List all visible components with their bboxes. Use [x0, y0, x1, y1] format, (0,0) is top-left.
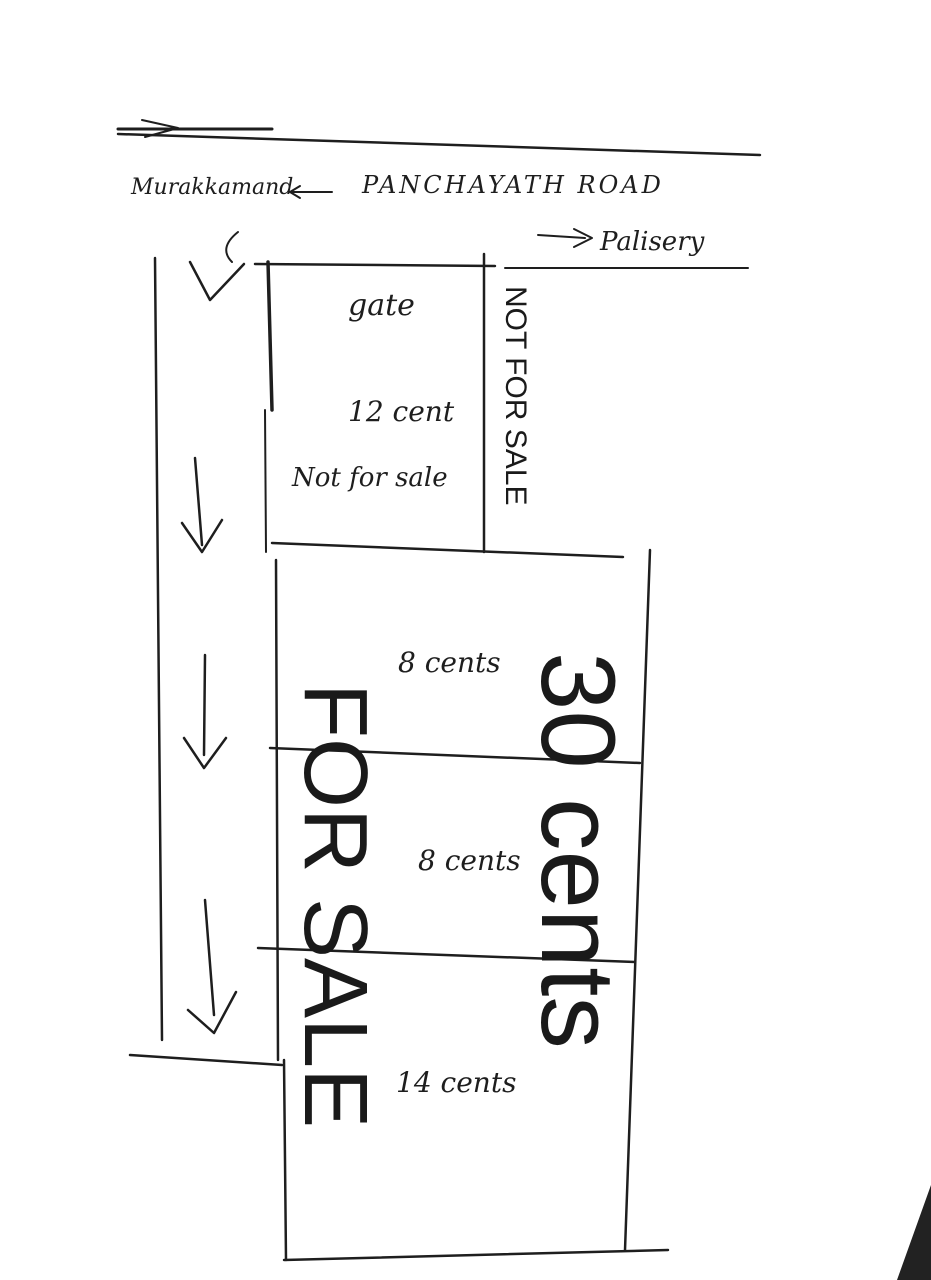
flow-arrows [180, 231, 246, 1035]
gate-label: gate [348, 288, 415, 323]
upper-plot-top-edge [253, 262, 497, 268]
arrow-right-icon [537, 228, 593, 248]
road-line [116, 132, 762, 157]
upper-plot [253, 252, 625, 559]
divider-line-1 [268, 746, 642, 765]
upper-plot-status-label: Not for sale [291, 463, 448, 493]
outer-boundary [128, 256, 284, 1067]
upper-plot-left-edge [266, 260, 274, 412]
for-sale-banner: FOR SALE [285, 683, 385, 1128]
down-arrow-icon-1 [180, 456, 224, 554]
lower-plot-right-edge [623, 548, 652, 1252]
lower-plot-bottom-edge [282, 1248, 670, 1262]
road-left-place-label: Murakkamand [130, 175, 293, 200]
bottom-boundary-line [128, 1053, 284, 1067]
arrow-left-icon [289, 185, 333, 199]
road-name-label: PANCHAYATH ROAD [361, 171, 664, 199]
upper-plot-area-label: 12 cent [348, 395, 455, 428]
down-arrow-icon-2 [182, 653, 228, 770]
upper-plot-left-edge-lower [264, 409, 267, 553]
lower-plot-left-edge [274, 558, 280, 1062]
corner-shadow [897, 1185, 931, 1280]
not-for-sale-side-note: NOT FOR SALE [499, 286, 532, 506]
check-arrow-icon [188, 260, 246, 302]
upper-plot-bottom-edge [270, 541, 625, 559]
divider-line-2 [256, 946, 637, 964]
block2-area-label: 8 cents [418, 844, 521, 877]
check-arrow-flourish [225, 231, 239, 263]
block3-area-label: 14 cents [396, 1066, 516, 1099]
road-right-place-label: Palisery [599, 227, 705, 257]
block1-area-label: 8 cents [398, 646, 501, 679]
lower-plot [256, 548, 670, 1262]
left-boundary-line [153, 256, 164, 1042]
total-area-banner: 30 cents [519, 652, 636, 1049]
lower-plot-left-edge-lower [282, 1058, 288, 1262]
road-lines [116, 119, 762, 157]
down-arrow-icon-3 [186, 898, 238, 1035]
